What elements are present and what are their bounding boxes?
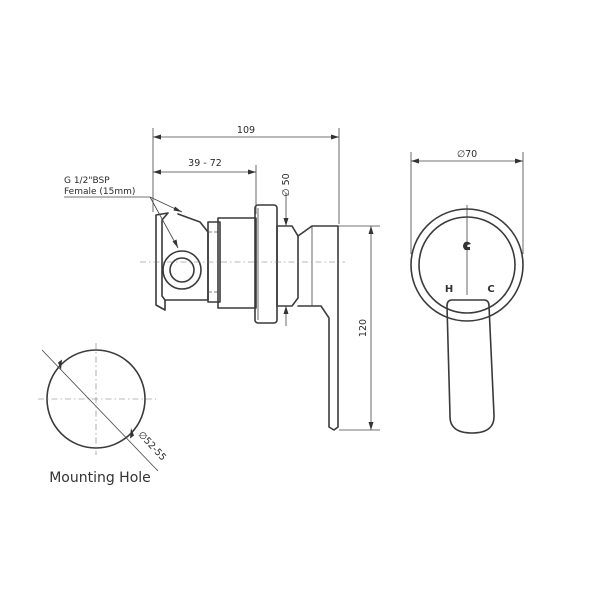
- dimension-39-72: 39 - 72: [153, 158, 257, 214]
- dimension-dia-50-label: ∅ 50: [281, 173, 292, 196]
- dimension-120: 120: [312, 225, 380, 431]
- dimension-dia-70: ∅70: [410, 149, 524, 254]
- side-view: [140, 204, 345, 431]
- inlet-ring: [162, 250, 202, 290]
- mounting-hole-view: ∅52-55 Mounting Hole: [38, 343, 168, 486]
- front-view: H C: [410, 205, 524, 434]
- thread-note-line1: G 1/2"BSP: [64, 176, 110, 186]
- brand-logo-icon: [463, 241, 471, 250]
- dimension-109: 109: [152, 125, 340, 224]
- dimension-39-72-label: 39 - 72: [188, 158, 222, 169]
- cold-label: C: [487, 284, 494, 295]
- thread-note: G 1/2"BSP Female (15mm): [64, 176, 183, 249]
- dimension-dia-50: ∅ 50: [277, 173, 292, 326]
- trim-sleeve: [276, 225, 299, 307]
- thread-note-line2: Female (15mm): [64, 187, 135, 197]
- mounting-hole-dimension-label: ∅52-55: [136, 429, 169, 463]
- mounting-bracket: [155, 212, 169, 311]
- dimension-dia-70-label: ∅70: [457, 149, 477, 160]
- lever-handle: [297, 225, 339, 431]
- mounting-hole-label: Mounting Hole: [49, 470, 151, 486]
- hot-label: H: [445, 284, 453, 295]
- lever-front: [446, 299, 495, 434]
- dimension-109-label: 109: [237, 125, 255, 136]
- dimension-120-label: 120: [358, 319, 369, 337]
